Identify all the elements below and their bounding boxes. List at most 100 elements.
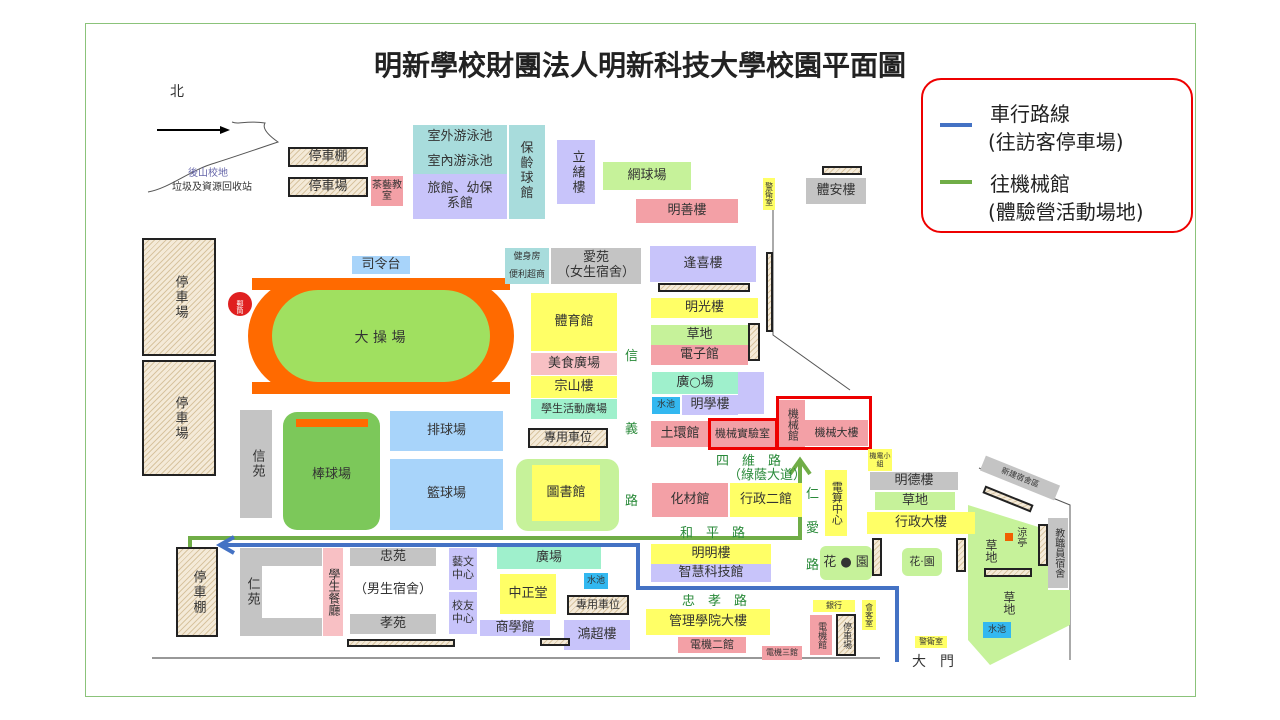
parking-lot: 停車場 xyxy=(288,177,368,197)
post-box-icon xyxy=(228,292,252,316)
aiyuan-sub: （女生宿舍） xyxy=(556,265,635,280)
xinyuan-dorm: 信苑 xyxy=(240,410,272,518)
parking-strip xyxy=(748,323,760,361)
zhongyuan-dorm: 忠苑 xyxy=(350,548,436,566)
smart-tech-building: 智慧科技館 xyxy=(651,564,771,582)
pavilion-label: 涼亭 xyxy=(1014,527,1026,547)
parking-strip xyxy=(956,538,966,572)
road-siwei: 四 維 路 xyxy=(716,454,782,469)
recycle-label: 垃圾及資源回收站 xyxy=(172,182,252,193)
parking-strip xyxy=(347,639,455,647)
hongchao-building: 鴻超樓 xyxy=(564,620,630,650)
zhongzheng-hall: 中正堂 xyxy=(500,574,556,614)
pond: 水池 xyxy=(983,622,1011,638)
student-cafeteria: 學生餐廳 xyxy=(323,548,343,636)
mechanical-lab: 機械實驗室 xyxy=(710,421,775,447)
road-xinyi-3: 路 xyxy=(625,494,639,509)
ee-building-2: 電機二館 xyxy=(678,637,746,653)
north-arrow-icon xyxy=(157,126,230,134)
mechanical-building: 機械大樓 xyxy=(805,420,868,446)
garden: 花 ● 園 xyxy=(820,546,872,580)
walk-route-swatch xyxy=(940,180,972,184)
road-renai-2: 愛 xyxy=(806,521,820,536)
campus-boundary xyxy=(772,210,851,391)
drive-route-swatch xyxy=(940,123,972,127)
parking-shed-west: 停車棚 xyxy=(176,547,218,637)
baseball-field-label: 棒球場 xyxy=(311,466,351,482)
renyuan-dorm: 仁苑 xyxy=(240,548,262,636)
guard-room: 警衛室 xyxy=(915,636,947,648)
parking-strip xyxy=(766,252,773,332)
mechanical-hall: 機械館 xyxy=(779,400,805,448)
mingguang-building: 明光樓 xyxy=(651,298,758,318)
parking-strip xyxy=(658,283,750,292)
mech-elec-group: 機電小組 xyxy=(868,449,892,471)
walk-route-label: 往機械館 xyxy=(990,172,1070,196)
zongshan-building: 宗山樓 xyxy=(531,376,617,398)
walk-route-sub: (體驗營活動場地) xyxy=(988,200,1144,224)
aiyuan-name: 愛苑 xyxy=(582,250,609,266)
parking-strip xyxy=(540,638,570,646)
reserved-parking: 專用車位 xyxy=(528,428,608,448)
visitor-parking: 停車場 xyxy=(836,614,856,656)
drive-route-label: 車行路線 xyxy=(990,102,1070,126)
sports-field-label: 大 操 場 xyxy=(354,329,406,346)
pond: 水池 xyxy=(652,397,680,414)
road-heping: 和 平 路 xyxy=(680,526,746,541)
staff-dorm: 教職員宿舍 xyxy=(1048,518,1068,588)
mingxue-wing xyxy=(738,372,764,414)
gym-room: 健身房 xyxy=(505,248,549,266)
bowling-hall: 保齡球館 xyxy=(509,125,545,219)
road-zhongxiao: 忠 孝 路 xyxy=(682,594,748,609)
reception-room: 會客室 xyxy=(862,600,876,630)
boys-dorm-label: （男生宿舍） xyxy=(353,581,432,597)
parking-strip xyxy=(1038,524,1048,566)
renyuan-wing xyxy=(240,548,322,566)
drive-route-line xyxy=(215,535,899,662)
ee-building: 電機館 xyxy=(810,615,832,655)
lawn: 草地 xyxy=(983,539,998,563)
management-building: 管理學院大樓 xyxy=(646,609,770,635)
volleyball-court: 排球場 xyxy=(390,411,503,451)
slide-frame xyxy=(85,23,1196,697)
civil-engineering-building: 土環館 xyxy=(651,421,709,447)
guard-room: 警衛室 xyxy=(763,178,775,210)
highlight-mechanical-lab xyxy=(708,418,778,450)
business-building: 商學館 xyxy=(480,620,550,636)
road-renai-1: 仁 xyxy=(806,487,820,502)
tea-classroom: 茶藝教室 xyxy=(371,176,403,206)
bank: 銀行 xyxy=(813,600,855,612)
pond: 水池 xyxy=(584,573,608,589)
alumni-center: 校友中心 xyxy=(449,592,477,634)
tian-building: 體安樓 xyxy=(806,178,866,204)
food-court: 美食廣場 xyxy=(531,353,617,375)
north-label: 北 xyxy=(170,84,184,100)
parking-strip xyxy=(872,538,882,576)
convenience-store: 便利超商 xyxy=(505,266,549,284)
back-hill-outline xyxy=(147,121,280,193)
mingde-building: 明德樓 xyxy=(870,472,958,490)
main-gate-label: 大 門 xyxy=(912,653,954,670)
admin-building-2: 行政二館 xyxy=(730,483,802,517)
lawn: 草地 xyxy=(651,325,748,345)
chemical-materials-building: 化材館 xyxy=(652,483,728,517)
command-stand: 司令台 xyxy=(352,256,410,274)
ee-building-3: 電機三館 xyxy=(762,646,802,660)
parking-shed: 停車棚 xyxy=(288,147,368,167)
renyuan-wing xyxy=(240,618,322,636)
electronics-building: 電子館 xyxy=(651,345,748,365)
computer-center: 電算中心 xyxy=(825,470,847,536)
baseball-field xyxy=(283,412,380,530)
garden: 花·園 xyxy=(902,548,942,576)
road-siwei-sub: （綠蔭大道） xyxy=(728,468,807,483)
lawn: 草地 xyxy=(875,492,955,510)
plaza: 廣○場 xyxy=(652,372,738,394)
parking-lot-west-2: 停車場 xyxy=(142,360,216,476)
map-title: 明新學校財團法人明新科技大學校園平面圖 xyxy=(373,49,906,82)
outdoor-pool: 室外游泳池 xyxy=(413,125,507,150)
route-legend xyxy=(921,78,1193,233)
fengxi-building: 逢喜樓 xyxy=(650,246,756,282)
sports-field xyxy=(248,278,514,394)
hotel-building: 旅館、幼保系館 xyxy=(413,174,507,219)
